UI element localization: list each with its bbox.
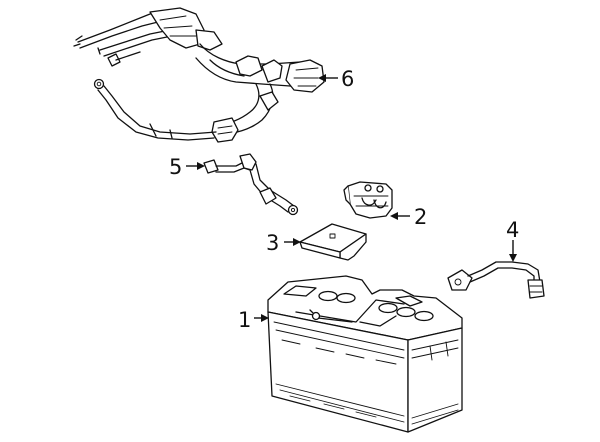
callout-5: 5 bbox=[169, 155, 205, 179]
callout-6: 6 bbox=[318, 67, 354, 91]
callout-label-5: 5 bbox=[169, 155, 182, 179]
callout-label-3: 3 bbox=[266, 231, 279, 255]
callout-label-4: 4 bbox=[506, 218, 519, 242]
callout-2: 2 bbox=[390, 205, 427, 229]
callout-label-6: 6 bbox=[341, 67, 354, 91]
battery-bracket bbox=[343, 181, 393, 219]
callout-label-1: 1 bbox=[238, 308, 251, 332]
callout-label-2: 2 bbox=[414, 205, 427, 229]
battery-cable-short bbox=[203, 153, 299, 216]
sensor-cable bbox=[447, 261, 545, 299]
callout-4: 4 bbox=[506, 218, 519, 262]
battery bbox=[267, 275, 463, 433]
wiring-harness bbox=[73, 7, 325, 143]
callout-3: 3 bbox=[266, 231, 301, 255]
battery-cover-plate bbox=[299, 223, 367, 261]
callout-1: 1 bbox=[238, 308, 269, 332]
